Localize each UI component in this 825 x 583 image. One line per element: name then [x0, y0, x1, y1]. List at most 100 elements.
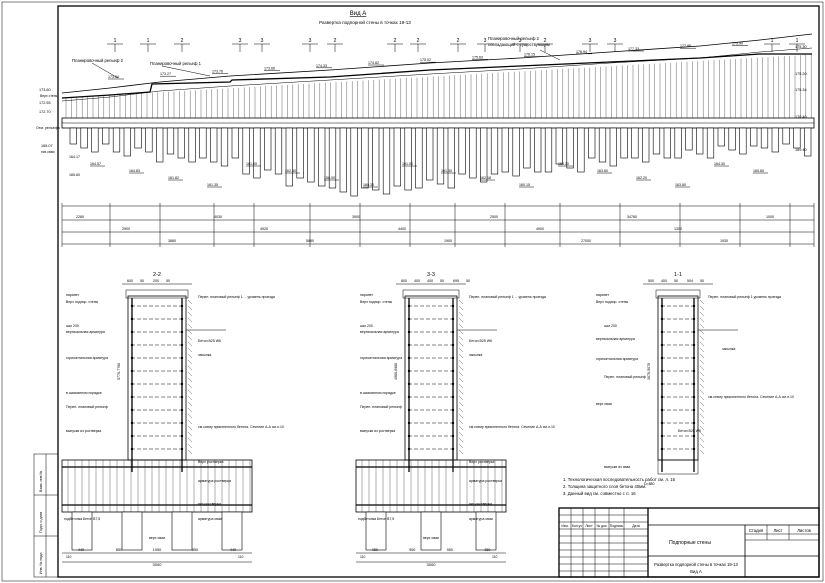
section-label: см.схему приклеенного бетона. Сечение А-…: [198, 425, 284, 429]
top-dim-text: 50: [674, 279, 678, 283]
chainage-text: 2900: [122, 227, 130, 231]
pile: [339, 127, 347, 193]
pile-bottom-level-text: 158.00: [324, 176, 335, 180]
section-cut-label: 2: [181, 38, 184, 44]
height-dim-text: 4980-6980: [394, 363, 398, 380]
pile-bottom-level-text: 161.00: [402, 162, 413, 166]
pile: [274, 127, 283, 175]
pile: [685, 127, 693, 151]
pile: [674, 127, 682, 159]
section-cut-label: 1: [771, 38, 774, 44]
pile: [361, 127, 369, 189]
left-mark-3: 172.70: [39, 110, 51, 114]
ground-level-label: Отм. рельефа: [36, 126, 60, 130]
pile: [588, 127, 596, 159]
section-label: Перен. плановый рельеф: [604, 375, 646, 379]
pile: [555, 127, 563, 165]
elevation-level-text: 175.90: [732, 41, 743, 45]
section-label: выпуски из ростверка: [360, 429, 395, 433]
top-dim-text: 50: [140, 279, 144, 283]
pile: [372, 127, 380, 191]
section-label: Перен. плановый рельеф 1 уровень проезда: [708, 295, 781, 299]
section-cut-marker: 2: [450, 38, 466, 52]
wall-stem: [657, 295, 699, 461]
bottom-dim-text: 950: [409, 548, 415, 552]
section-label: Перен. плановый рельеф: [66, 405, 108, 409]
pile: [501, 127, 509, 173]
chainage-text: 4900: [536, 227, 544, 231]
section-label: верх сваи: [423, 536, 439, 540]
section-label: Бетон В25 W6: [469, 339, 492, 343]
planned-ground-2-note-b: совпадающий с существующим: [488, 42, 550, 47]
top-dim-text: 800: [401, 279, 407, 283]
pile: [80, 127, 88, 149]
pile-toe-label: низ сваи: [41, 150, 55, 154]
chainage-text: 4030: [214, 215, 222, 219]
section-cut-marker: 2: [327, 38, 343, 52]
top-dim-text: 400: [414, 279, 420, 283]
right-mark-3: 175.34: [795, 88, 807, 92]
tb-stage-header: Стадия: [749, 528, 763, 533]
section-label: низ ростверка: [198, 502, 221, 506]
pile: [134, 127, 142, 149]
pile: [166, 127, 175, 155]
wall-stem: [404, 295, 458, 461]
note-line: 1. Технологическая последовательность ра…: [563, 477, 676, 482]
planned-ground-2-note-a: Планировочный рельеф 2: [488, 36, 540, 41]
section-cut-marker: 3: [477, 38, 493, 52]
section-label: горизонтальная арматура: [360, 356, 402, 360]
section-label: вертикальная арматура: [360, 330, 399, 334]
right-mark: 175.30: [795, 45, 807, 49]
section-label: см.схему приклеенного бетона. Сечение А-…: [469, 425, 555, 429]
pile: [91, 127, 99, 153]
elevation-level-text: 176.94: [576, 50, 587, 54]
tb-change-header: № док.: [597, 524, 608, 528]
chainage-text: 1930: [720, 239, 728, 243]
pile-bottom-level-text: 164.83: [129, 169, 140, 173]
section-cut-label: 3: [309, 38, 312, 44]
top-dim-text: 200: [153, 279, 159, 283]
pile: [469, 127, 477, 179]
chainage-text: 4920: [260, 227, 268, 231]
side-stamp: Инв. № подл. Подп. и дата Взам. инв.№: [33, 453, 59, 578]
planned-ground-1-label: Планировочный рельеф 1: [150, 61, 202, 66]
section-title: 2-2: [153, 272, 161, 278]
sheet-frame: [57, 5, 820, 578]
section-title: 1-1: [674, 272, 682, 278]
pile: [210, 127, 218, 163]
pile: [620, 127, 628, 159]
chainage-text: 4400: [398, 227, 406, 231]
top-dim-text: 50: [700, 279, 704, 283]
pile-bottom-level-text: 161.82: [168, 176, 179, 180]
section-label: выпуски из ростверка: [66, 429, 101, 433]
pile-bottom-level-text: 164.30: [714, 162, 725, 166]
elevation-level-text: 174.33: [316, 64, 327, 68]
section-label: Перен. плановый рельеф 1 ... уровень про…: [469, 295, 546, 299]
pile: [544, 127, 553, 173]
section-label: вертикальная арматура: [596, 337, 635, 341]
tb-name-3: Вид А: [690, 569, 702, 574]
chainage-text: 2500: [490, 215, 498, 219]
pile: [436, 127, 445, 185]
section-label: вертикальная арматура: [66, 330, 105, 334]
section-label: арматура ростверка: [469, 479, 502, 483]
chainage-text: 34780: [627, 215, 637, 219]
section-label: подбетонка Бетон В7,5: [64, 517, 100, 521]
bottom-dim-text: 450: [372, 548, 378, 552]
top-dim-text: 400: [427, 279, 433, 283]
note-line: 2. Толщина защитного слоя бетона 40мм.: [563, 484, 646, 489]
pile: [728, 127, 736, 151]
planned-ground-line-1: [61, 33, 813, 94]
pile-bottom-level-text: 161.30: [441, 169, 452, 173]
top-wall-label: Верх стены: [40, 94, 59, 98]
chainage-text: 2280: [76, 215, 84, 219]
pile: [771, 127, 779, 153]
total-dim-text: 3000: [153, 562, 163, 567]
section-label: верх сваи: [149, 536, 165, 540]
note-line: 3. Данный вид см. совместно с л. 16: [563, 491, 636, 496]
pile: [717, 127, 725, 147]
section-label: арматура сваи: [469, 517, 493, 521]
